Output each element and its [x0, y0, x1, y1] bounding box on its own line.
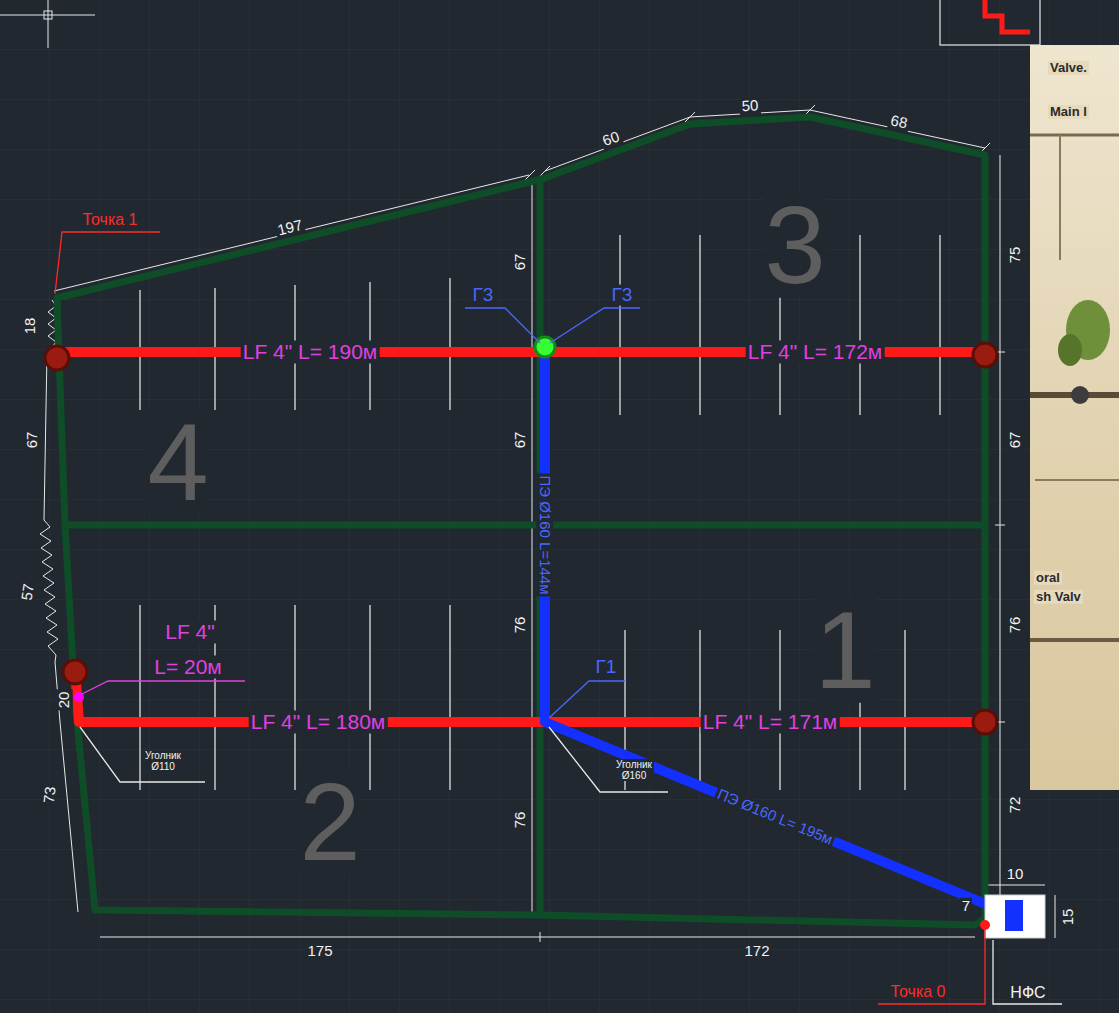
photo-caption: oral — [1034, 571, 1062, 585]
pipe-label: LF 4" — [163, 620, 216, 643]
valve-label: Г3 — [610, 285, 635, 306]
photo-caption: Valve. — [1048, 61, 1089, 75]
pipe-label: LF 4" L= 171м — [701, 710, 840, 733]
station-label: НФС — [1008, 984, 1047, 1002]
dimension-label: 7 — [960, 898, 972, 915]
pipe-label: LF 4" L= 190м — [241, 340, 380, 363]
dimension-label: 10 — [1005, 866, 1026, 883]
dimension-label: 67 — [1007, 430, 1024, 451]
photo-inset — [1030, 45, 1119, 790]
dimension-label: 60 — [598, 128, 623, 151]
hydrant-symbol — [535, 337, 555, 357]
zone-number: 1 — [814, 598, 875, 703]
dimension-label: 172 — [742, 943, 771, 960]
dimension-label: 20 — [56, 690, 73, 711]
dimension-label: 197 — [274, 217, 306, 240]
lay-flat-lines — [57, 352, 985, 722]
valve-label: Г1 — [594, 657, 619, 678]
dimension-label: 57 — [18, 581, 37, 604]
pipe-label: LF 4" L= 172м — [746, 340, 885, 363]
dimension-label: 76 — [1007, 615, 1024, 636]
dimension-label: 73 — [41, 784, 60, 806]
filter-station — [980, 895, 1045, 938]
dimension-label: 68 — [887, 112, 911, 132]
point-label: Точка 1 — [81, 211, 140, 229]
dimension-label: 67 — [24, 430, 41, 451]
dimension-label: 72 — [1007, 795, 1024, 816]
dimension-label: 67 — [512, 430, 529, 451]
zone-number: 4 — [147, 410, 208, 515]
dimension-label: 67 — [512, 252, 529, 273]
dimension-label: 50 — [739, 97, 761, 115]
dimension-label: 175 — [305, 943, 334, 960]
pe-pipe — [545, 352, 1000, 910]
pipe-label: LF 4" L= 180м — [249, 710, 388, 733]
fitting-label: Уголник Ø110 — [143, 750, 183, 772]
dimension-label: 76 — [512, 810, 529, 831]
dimension-label: 75 — [1007, 245, 1024, 266]
photo-caption: Main l — [1048, 105, 1089, 119]
dimension-label: 15 — [1060, 907, 1077, 928]
pipe-label: ПЭ Ø160 L= 195м — [713, 785, 837, 849]
fitting-label: Уголник Ø160 — [614, 759, 654, 781]
pipe-label: ПЭ Ø160 L=144м — [537, 473, 554, 596]
leader-lines — [55, 232, 1062, 1004]
dimension-label: 76 — [512, 615, 529, 636]
ucs-cursor — [0, 0, 95, 48]
dimension-label: 18 — [22, 316, 39, 337]
field-outline — [57, 117, 985, 925]
zone-number: 2 — [299, 770, 360, 875]
pipe-label: L= 20м — [152, 655, 224, 678]
dimension-lines — [40, 105, 1055, 942]
zone-number: 3 — [764, 193, 825, 298]
valve-symbols — [45, 343, 997, 734]
photo-caption: sh Valv — [1034, 590, 1083, 604]
point-label: Точка 0 — [889, 983, 948, 1001]
title-frame — [940, 0, 1040, 45]
valve-label: Г3 — [471, 285, 496, 306]
